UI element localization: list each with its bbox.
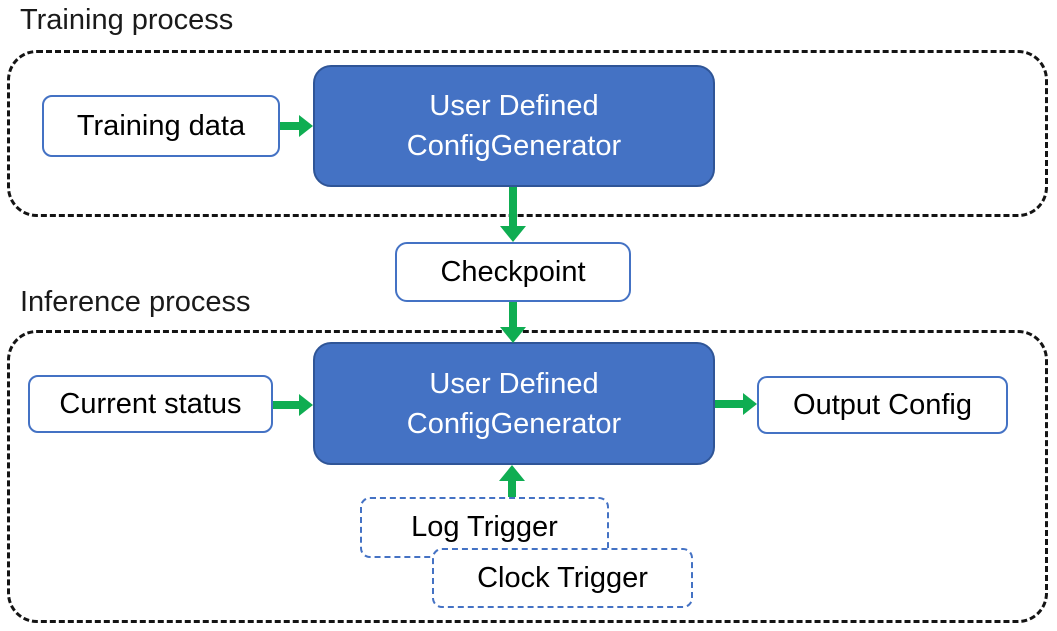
inference-generator-line2: ConfigGenerator (406, 407, 622, 440)
training-data-label: Training data (76, 109, 246, 142)
training-config-generator-box: User Defined ConfigGenerator (313, 65, 715, 187)
arrow-head (500, 226, 526, 242)
log-trigger-box: Log Trigger (360, 497, 609, 558)
clock-trigger-label: Clock Trigger (477, 561, 648, 594)
output-config-box: Output Config (757, 376, 1008, 434)
arrow-stem (715, 400, 745, 408)
arrow-generator-to-checkpoint-icon (500, 187, 526, 242)
checkpoint-box: Checkpoint (395, 242, 631, 302)
inference-generator-line1: User Defined (429, 367, 599, 400)
arrow-stem (273, 401, 301, 409)
inference-config-generator-box: User Defined ConfigGenerator (313, 342, 715, 465)
training-data-box: Training data (42, 95, 280, 157)
inference-process-label: Inference process (20, 286, 251, 318)
training-generator-line1: User Defined (429, 90, 599, 122)
arrow-generator-to-output-config-icon (715, 393, 757, 415)
arrow-stem (280, 122, 301, 130)
arrow-current-status-to-generator-icon (273, 394, 313, 416)
arrow-head (743, 393, 757, 415)
checkpoint-label: Checkpoint (440, 255, 586, 288)
arrow-training-data-to-generator-icon (280, 115, 313, 137)
current-status-label: Current status (59, 387, 242, 420)
clock-trigger-box: Clock Trigger (432, 548, 693, 608)
arrow-stem (508, 479, 516, 497)
inference-process-container (7, 330, 1048, 623)
arrow-head (499, 465, 525, 481)
current-status-box: Current status (28, 375, 273, 433)
arrow-stem (509, 302, 517, 329)
arrow-stem (509, 187, 517, 228)
arrow-head (299, 394, 313, 416)
arrow-head (500, 327, 526, 343)
training-process-container (7, 50, 1048, 217)
arrow-triggers-to-generator-icon (499, 465, 525, 497)
training-generator-line2: ConfigGenerator (406, 130, 622, 162)
arrow-head (299, 115, 313, 137)
output-config-label: Output Config (793, 388, 972, 421)
training-process-label: Training process (20, 4, 234, 36)
arrow-checkpoint-to-inference-generator-icon (500, 302, 526, 343)
log-trigger-label: Log Trigger (411, 511, 558, 543)
